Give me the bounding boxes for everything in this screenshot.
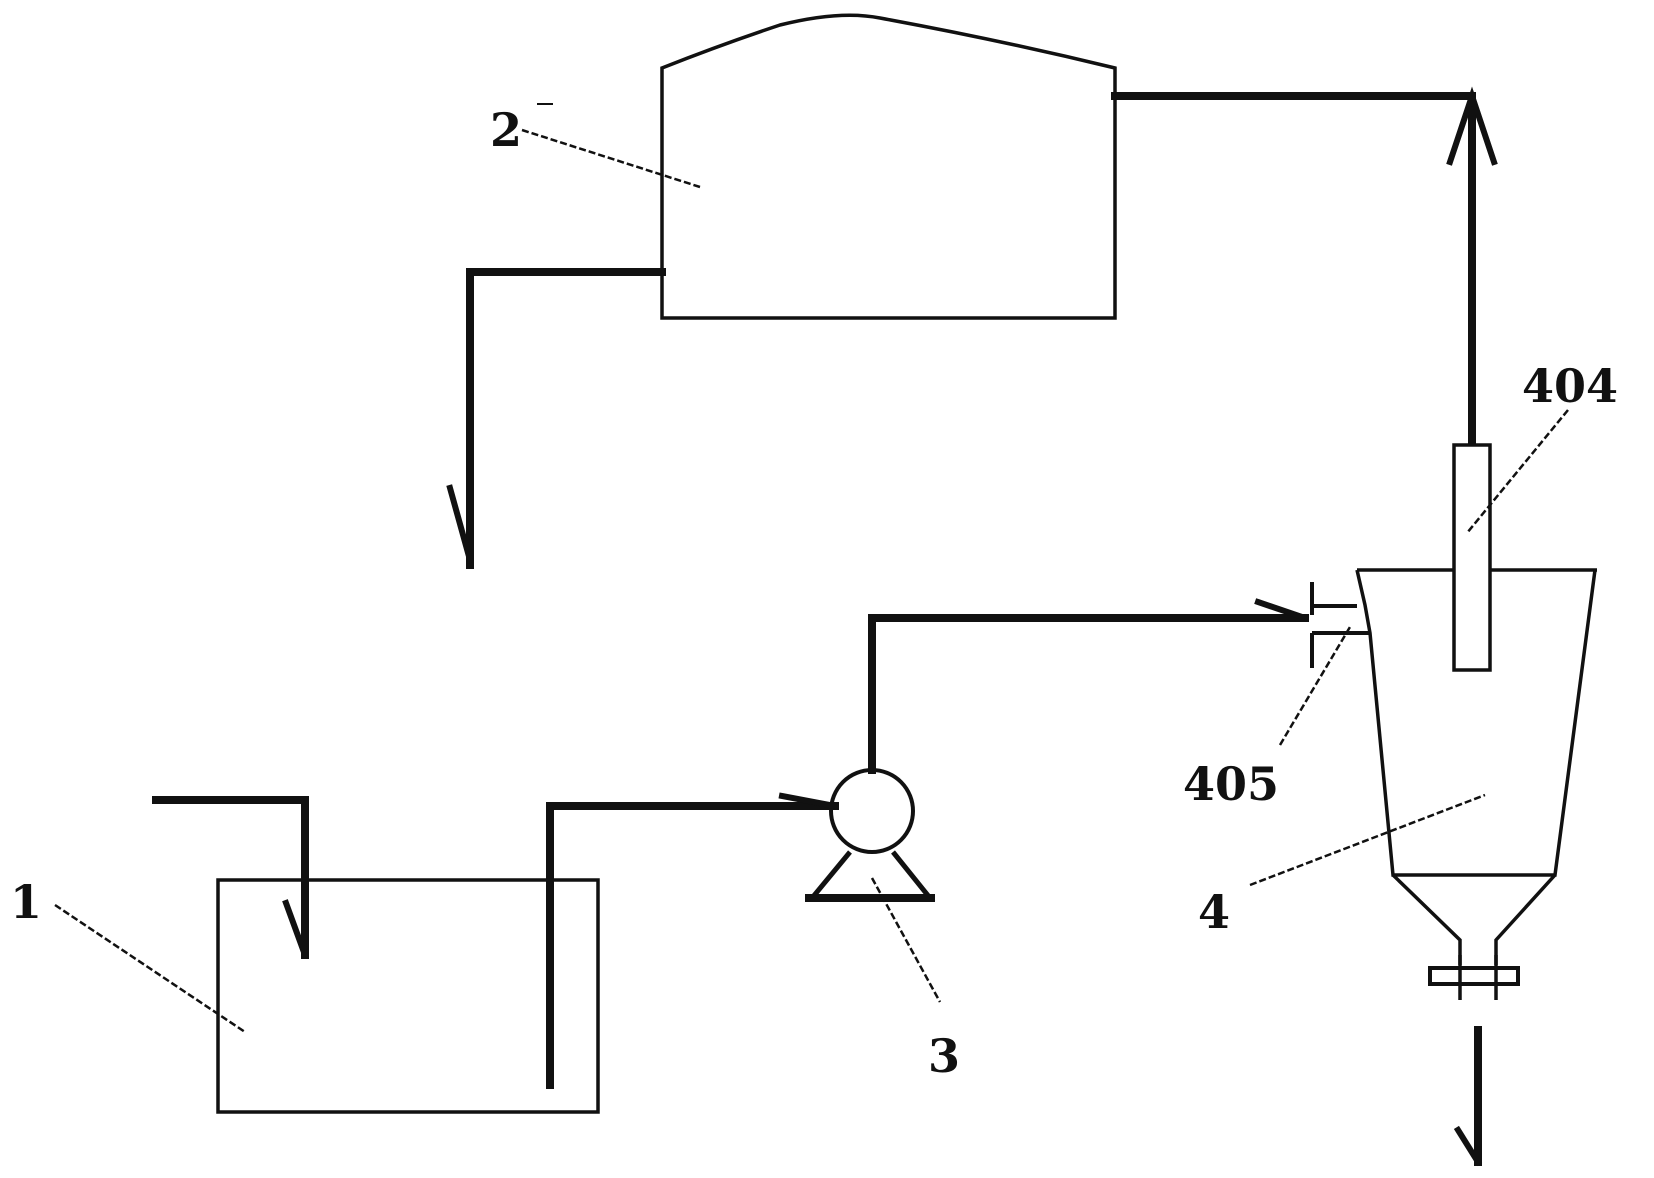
leader-2 xyxy=(521,128,701,189)
arrow-underflow xyxy=(1453,1125,1483,1167)
inlet-405 xyxy=(1310,582,1370,668)
pipe-feed-tank1 xyxy=(152,796,309,959)
tank-1 xyxy=(216,878,600,1114)
pipe-pump-to-separator xyxy=(868,614,1309,774)
vessel-2 xyxy=(660,13,1117,320)
label-2: 2 xyxy=(490,103,522,157)
label-4: 4 xyxy=(1198,885,1230,939)
pipe-tank1-to-pump xyxy=(546,802,839,1089)
label-404: 404 xyxy=(1522,359,1618,413)
pipe-vessel2-outlet xyxy=(466,268,666,569)
label-1: 1 xyxy=(10,875,42,929)
leader-4 xyxy=(1249,793,1486,887)
leader-3 xyxy=(870,877,942,1003)
leader-1 xyxy=(54,903,246,1034)
leader-405 xyxy=(1278,626,1352,746)
arrow-vessel2-outlet xyxy=(446,484,474,564)
label-3: 3 xyxy=(928,1029,960,1083)
separator-4 xyxy=(1355,568,1597,1000)
label-405: 405 xyxy=(1183,757,1279,811)
leader-404 xyxy=(1466,409,1569,534)
pipe-return-to-vessel2 xyxy=(1111,92,1476,449)
arrow-tank1-to-pump xyxy=(778,792,839,810)
arrow-pump-to-separator xyxy=(1254,598,1309,622)
tube-404 xyxy=(1452,443,1492,672)
pump-3 xyxy=(805,768,936,902)
arrow-return-up xyxy=(1446,86,1498,166)
arrow-feed-tank1 xyxy=(282,899,309,959)
